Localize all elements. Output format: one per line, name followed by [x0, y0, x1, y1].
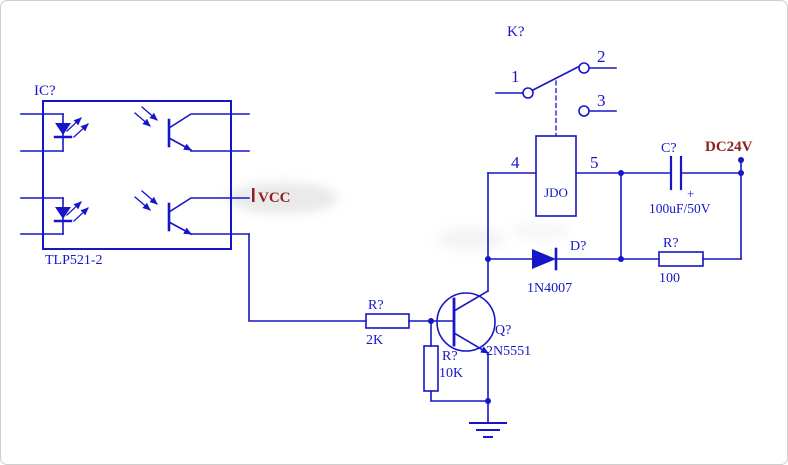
pulldown-resistor-symbol [423, 320, 489, 402]
optocoupler-symbol [20, 100, 250, 250]
capacitor-ref-label: C? [661, 141, 677, 156]
relay-contact-symbol [495, 62, 617, 137]
pulldown-resistor-value-label: 10K [439, 366, 463, 381]
vcc-pin-tick [252, 188, 255, 202]
phototransistor-2-icon [134, 190, 250, 236]
relay-ref-label: K? [507, 24, 525, 40]
wire-opto-to-base [248, 233, 455, 322]
capacitor-polarity-mark: + [687, 186, 694, 201]
series-resistor-ref-label: R? [663, 236, 679, 251]
transistor-ref-label: Q? [495, 323, 511, 338]
relay-pin2-label: 2 [597, 47, 606, 66]
coil-name-label: JDO [544, 185, 568, 200]
pulldown-resistor-ref-label: R? [442, 349, 458, 364]
capacitor-symbol [669, 155, 742, 191]
dc24v-supply-label: DC24V [705, 139, 753, 155]
ground-icon [469, 422, 507, 438]
vcc-label: VCC [258, 190, 291, 206]
led-2-icon [53, 197, 89, 235]
diode-part-label: 1N4007 [527, 281, 572, 296]
led-1-icon [53, 113, 89, 152]
relay-coil-symbol [487, 135, 622, 217]
base-resistor-value-label: 2K [366, 333, 383, 348]
transistor-part-label: 2N5551 [486, 344, 531, 359]
series-resistor-value-label: 100 [659, 271, 680, 286]
junction-dots [428, 157, 744, 404]
base-resistor-ref-label: R? [368, 298, 384, 313]
relay-pin3-label: 3 [597, 91, 606, 110]
optocoupler-part-label: TLP521-2 [45, 253, 103, 268]
wire-node5 [620, 172, 672, 260]
coil-pin5-label: 5 [590, 153, 599, 172]
optocoupler-ref-label: IC? [34, 83, 56, 99]
phototransistor-1-icon [134, 106, 250, 152]
base-resistor-symbol [365, 313, 410, 329]
coil-pin4-label: 4 [511, 153, 520, 172]
led-triangles [55, 123, 71, 219]
capacitor-value-label: 100uF/50V [649, 201, 711, 216]
relay-pin1-label: 1 [511, 67, 520, 86]
diode-ref-label: D? [570, 239, 586, 254]
series-resistor-symbol [620, 251, 742, 267]
transistor-symbol [436, 172, 496, 424]
diode-triangle [532, 249, 556, 269]
